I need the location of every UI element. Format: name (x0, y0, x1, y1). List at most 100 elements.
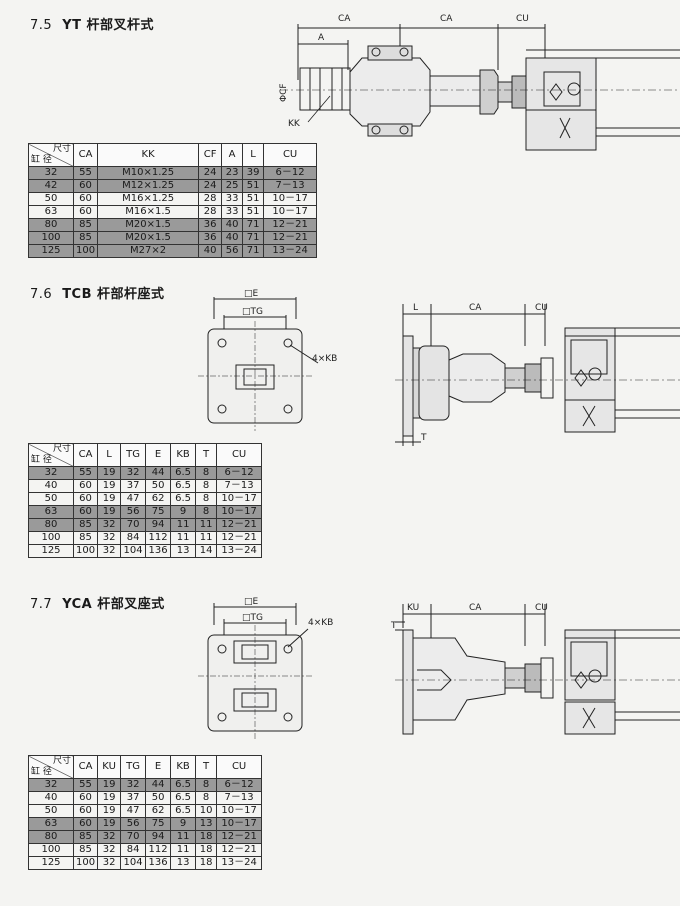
table-cell: 18 (195, 843, 218, 857)
table-cell: 33 (221, 205, 244, 219)
table-cell: 10－17 (216, 817, 263, 831)
table-cell: 60 (72, 179, 99, 193)
table-cell: 39 (242, 166, 265, 180)
table-cell: 12－21 (216, 843, 263, 857)
table-cell: 12－21 (216, 518, 263, 532)
table-cell: 40 (221, 218, 244, 232)
corner-bottom-label: 缸 径 (31, 455, 52, 465)
table-cell: 75 (145, 817, 172, 831)
table-cell: 55 (72, 778, 99, 792)
table-cell: 12－21 (263, 231, 318, 245)
bore-cell: 42 (28, 179, 74, 193)
table-cell: 112 (145, 531, 172, 545)
dim-ku: KU (407, 603, 419, 613)
table-cell: 60 (72, 492, 99, 506)
table-cell: 85 (72, 518, 99, 532)
table-cell: 12－21 (216, 830, 263, 844)
table-cell: 56 (221, 244, 244, 258)
col-header: KB (170, 443, 197, 467)
table-corner: 尺寸 缸 径 (28, 443, 74, 467)
table-cell: 75 (145, 505, 172, 519)
table-cell: 19 (97, 778, 122, 792)
col-header: CA (72, 443, 99, 467)
table-cell: 10－17 (216, 804, 263, 818)
table-cell: 19 (97, 479, 122, 493)
table-cell: 85 (72, 218, 99, 232)
dim-l: L (413, 303, 418, 313)
table-corner: 尺寸 缸 径 (28, 143, 74, 167)
table-cell: 71 (242, 218, 265, 232)
table-cell: 6.5 (170, 466, 197, 480)
table-cell: 6－12 (216, 466, 263, 480)
table-cell: 60 (72, 817, 99, 831)
table-cell: 37 (120, 479, 147, 493)
yt-side-view-drawing: CA CA CU A ΦCF KK (279, 14, 680, 151)
table-cell: M20×1.5 (97, 231, 200, 245)
table-cell: 85 (72, 231, 99, 245)
table-cell: 10 (195, 804, 218, 818)
section-name: TCB 杆部杆座式 (62, 287, 165, 302)
bore-cell: 125 (28, 244, 74, 258)
table-cell: 84 (120, 843, 147, 857)
table-cell: 36 (198, 218, 223, 232)
table-cell: 60 (72, 205, 99, 219)
table-cell: 32 (97, 544, 122, 558)
table-cell: 6－12 (263, 166, 318, 180)
dim-kb: 4×KB (312, 354, 337, 364)
table-cell: 19 (97, 466, 122, 480)
table-cell: 32 (97, 843, 122, 857)
table-cell: 85 (72, 843, 99, 857)
table-cell: 56 (120, 817, 147, 831)
table-cell: 40 (221, 231, 244, 245)
dim-e: □E (244, 289, 259, 299)
table-cell: 8 (195, 466, 218, 480)
table-cell: 10－17 (263, 192, 318, 206)
dim-ca: CA (469, 303, 482, 313)
dim-e: □E (244, 597, 259, 607)
dim-tg: □TG (242, 307, 263, 317)
table-cell: 28 (198, 192, 223, 206)
table-cell: 8 (195, 505, 218, 519)
tcb-front-view-drawing: □E □TG 4×KB (198, 289, 337, 431)
bore-cell: 63 (28, 505, 74, 519)
col-header: A (221, 143, 244, 167)
table-cell: 9 (170, 505, 197, 519)
table-cell: 10－17 (263, 205, 318, 219)
table-cell: 70 (120, 518, 147, 532)
table-cell: 100 (72, 856, 99, 870)
table-cell: 9 (170, 817, 197, 831)
col-header: KK (97, 143, 200, 167)
table-cell: 11 (170, 843, 197, 857)
table-cell: 51 (242, 192, 265, 206)
table-cell: M16×1.5 (97, 205, 200, 219)
col-header: T (195, 443, 218, 467)
table-cell: 13 (170, 544, 197, 558)
table-cell: M12×1.25 (97, 179, 200, 193)
table-cell: 136 (145, 856, 172, 870)
table-cell: 62 (145, 804, 172, 818)
table-cell: 85 (72, 830, 99, 844)
col-header: CA (72, 143, 99, 167)
section-name: YT 杆部叉杆式 (62, 18, 154, 33)
table-cell: 44 (145, 466, 172, 480)
dim-ca-1: CA (338, 14, 351, 24)
table-cell: 24 (198, 179, 223, 193)
bore-cell: 125 (28, 856, 74, 870)
table-cell: 32 (120, 778, 147, 792)
col-header: TG (120, 755, 147, 779)
table-cell: 12－21 (263, 218, 318, 232)
col-header: E (145, 755, 172, 779)
table-cell: 18 (195, 856, 218, 870)
dim-ca: CA (469, 603, 482, 613)
dim-cu: CU (535, 603, 548, 613)
table-cell: 85 (72, 531, 99, 545)
col-header: CA (72, 755, 99, 779)
table-cell: 60 (72, 505, 99, 519)
